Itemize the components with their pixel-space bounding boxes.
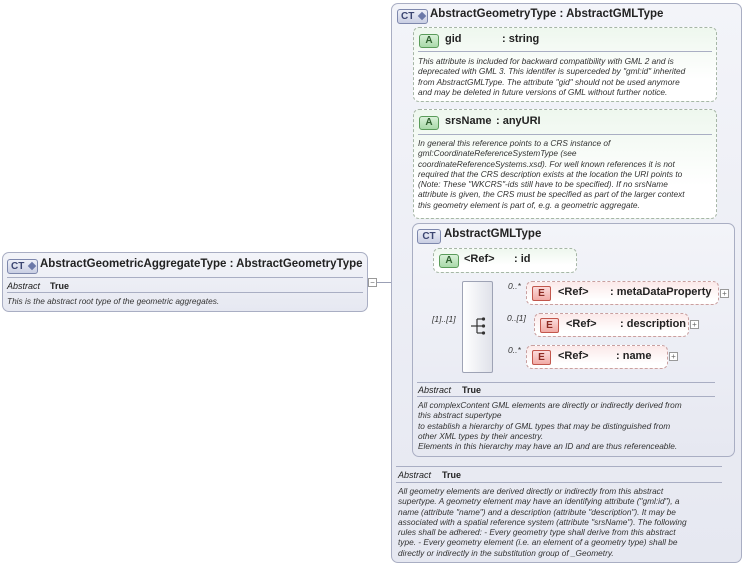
- ct-badge-text: CT: [11, 261, 25, 272]
- sequence-compositor-icon[interactable]: [462, 281, 493, 373]
- attribute-icon: A: [419, 116, 439, 130]
- abstract-value: True: [462, 385, 482, 395]
- attribute-type: : id: [514, 253, 531, 265]
- element-icon: E: [540, 318, 559, 333]
- attribute-id[interactable]: A <Ref> : id: [433, 248, 577, 273]
- divider: [7, 277, 363, 278]
- abstract-label: Abstract: [398, 470, 432, 480]
- divider: [417, 382, 715, 383]
- sequence-cardinality: [1]..[1]: [432, 314, 456, 324]
- expand-icon[interactable]: +: [690, 320, 699, 329]
- complex-type-icon: CT: [417, 229, 441, 244]
- element-name: <Ref>: [566, 318, 597, 330]
- divider: [396, 466, 722, 467]
- divider: [418, 51, 712, 52]
- attribute-documentation: In general this reference points to a CR…: [418, 138, 685, 210]
- expand-icon[interactable]: +: [720, 289, 729, 298]
- divider: [396, 482, 722, 483]
- element-name: <Ref>: [558, 286, 589, 298]
- element-description[interactable]: E <Ref> : description: [534, 313, 689, 337]
- element-cardinality: 0..[1]: [507, 313, 526, 323]
- element-cardinality: 0..*: [508, 281, 521, 291]
- abstract-geometric-aggregate-type-box[interactable]: CT AbstractGeometricAggregateType : Abst…: [2, 252, 368, 312]
- attribute-srsname[interactable]: A srsName : anyURI In general this refer…: [413, 109, 717, 219]
- element-type: : name: [616, 350, 652, 362]
- collapse-toggle-icon[interactable]: −: [368, 278, 377, 287]
- complex-type-icon: CT: [397, 9, 428, 24]
- element-icon: E: [532, 286, 551, 301]
- attribute-icon: A: [419, 34, 439, 48]
- element-type: : description: [620, 318, 687, 330]
- abstract-value: True: [50, 281, 70, 291]
- attribute-name: srsName: [445, 115, 492, 127]
- element-metadataproperty[interactable]: E <Ref> : metaDataProperty: [526, 281, 719, 305]
- abstract-value: True: [442, 470, 462, 480]
- attribute-name: <Ref>: [464, 253, 495, 265]
- attribute-documentation: This attribute is included for backward …: [418, 56, 686, 97]
- attribute-icon: A: [439, 254, 459, 268]
- attribute-name: gid: [445, 33, 462, 45]
- attribute-type: : string: [502, 33, 540, 45]
- connector-left-to-trunk: [376, 282, 401, 283]
- type-documentation: This is the abstract root type of the ge…: [7, 296, 220, 306]
- divider: [418, 134, 712, 135]
- attribute-type: : anyURI: [496, 115, 541, 127]
- abstract-label: Abstract: [7, 281, 41, 291]
- abstract-label: Abstract: [418, 385, 452, 395]
- ct-badge-text: CT: [401, 11, 415, 22]
- type-title: AbstractGMLType: [444, 228, 542, 240]
- expand-icon[interactable]: +: [669, 352, 678, 361]
- type-title: AbstractGeometricAggregateType : Abstrac…: [40, 258, 363, 270]
- element-name-ref[interactable]: E <Ref> : name: [526, 345, 668, 369]
- element-name: <Ref>: [558, 350, 589, 362]
- element-icon: E: [532, 350, 551, 365]
- complex-type-icon: CT: [7, 259, 38, 274]
- sequence-glyph: [471, 317, 486, 335]
- type-documentation: All geometry elements are derived direct…: [398, 486, 687, 558]
- divider: [7, 292, 363, 293]
- type-title: AbstractGeometryType : AbstractGMLType: [430, 8, 664, 20]
- type-documentation: All complexContent GML elements are dire…: [418, 400, 682, 452]
- element-cardinality: 0..*: [508, 345, 521, 355]
- attribute-gid[interactable]: A gid : string This attribute is include…: [413, 27, 717, 102]
- element-type: : metaDataProperty: [610, 286, 712, 298]
- divider: [417, 396, 715, 397]
